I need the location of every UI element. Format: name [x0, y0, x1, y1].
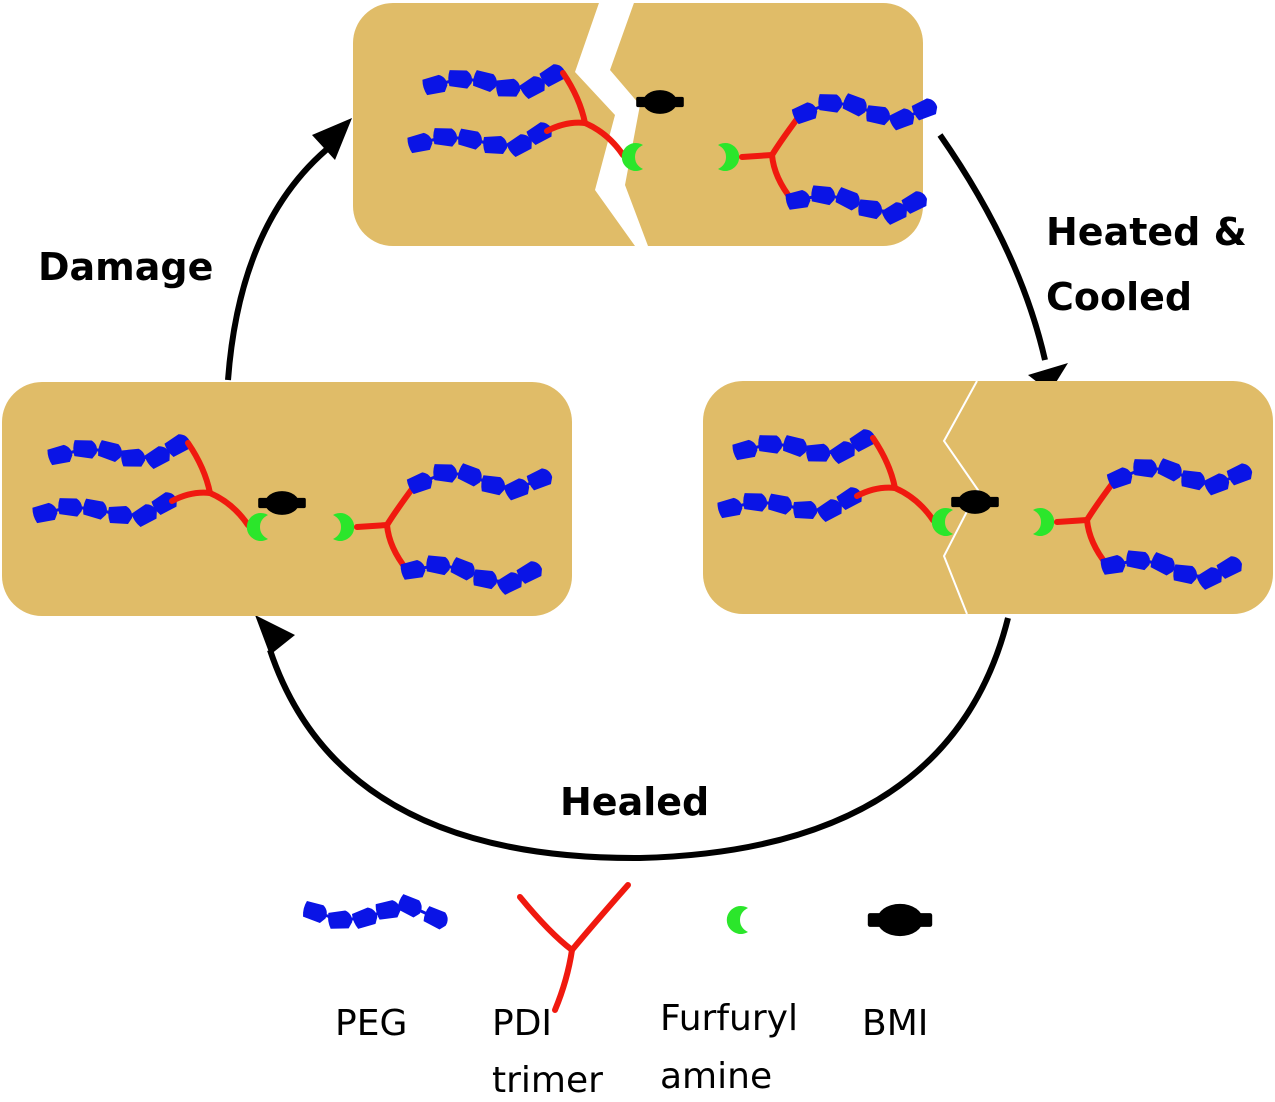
- pdi-arm: [1054, 517, 1090, 525]
- pdi-trimer: [854, 435, 936, 523]
- molecule-layer: [31, 61, 1255, 597]
- peg-chain: [406, 119, 556, 159]
- bmi-molecule: [867, 903, 933, 937]
- arrow-damage: [225, 142, 334, 381]
- pdi-trimer: [544, 70, 626, 158]
- pdi-arm: [354, 522, 390, 530]
- label-healed: Healed: [560, 780, 709, 824]
- label-heated-line2: Cooled: [1046, 275, 1192, 319]
- pdi-trimer: [517, 882, 631, 1013]
- panel-damaged: [353, 0, 923, 246]
- molecule-assembly: [406, 61, 940, 227]
- peg-bead: [793, 501, 818, 519]
- pdi-arm: [739, 152, 775, 160]
- pdi-arm: [185, 440, 213, 496]
- legend-label-furfuryl-line1: Furfuryl: [660, 998, 798, 1039]
- peg-bead: [327, 910, 353, 930]
- arrow-heated-cooled: [937, 133, 1048, 361]
- peg-bead: [350, 905, 380, 931]
- arrowhead-damage: [312, 118, 352, 160]
- peg-chain: [301, 892, 451, 932]
- pdi-arm: [560, 70, 588, 126]
- peg-chain: [731, 426, 879, 466]
- peg-chain: [1099, 549, 1245, 592]
- legend-label-pdi-line1: PDI: [492, 1003, 552, 1044]
- pdi-arm: [892, 485, 936, 523]
- pdi-arm: [517, 894, 575, 953]
- arrowhead-healed: [255, 615, 295, 655]
- peg-chain: [784, 184, 930, 227]
- furfuryl-amine: [726, 906, 748, 934]
- arrowheads: [255, 118, 1068, 655]
- peg-chain: [46, 431, 194, 471]
- pdi-arm: [552, 947, 575, 1013]
- pdi-arm: [569, 882, 631, 953]
- peg-chain: [399, 554, 545, 597]
- peg-bead: [374, 898, 402, 921]
- pdi-arm: [582, 120, 626, 158]
- peg-bead: [108, 506, 133, 524]
- peg-bead: [120, 448, 146, 468]
- peg-chain: [1105, 457, 1255, 497]
- pdi-arm: [870, 435, 898, 491]
- label-heated-line1: Heated &: [1046, 210, 1247, 254]
- legend-label-bmi: BMI: [862, 1003, 928, 1044]
- molecule-assembly: [716, 426, 1255, 592]
- pdi-arm: [169, 489, 213, 504]
- label-damage: Damage: [38, 245, 213, 289]
- peg-bead: [483, 136, 508, 154]
- crack-line: [942, 380, 980, 615]
- molecule-assembly: [31, 431, 555, 597]
- arrow-healed: [267, 617, 1011, 862]
- pdi-arm: [544, 119, 588, 134]
- legend-label-pdi-line2: trimer: [492, 1060, 603, 1101]
- peg-chain: [790, 92, 940, 132]
- pdi-arm: [207, 490, 251, 528]
- cycle-arrows: [225, 133, 1048, 862]
- legend-label-furfuryl-line2: amine: [660, 1056, 772, 1097]
- peg-bead: [805, 443, 831, 463]
- peg-chain: [716, 484, 866, 524]
- arrowhead-heated: [1028, 363, 1068, 392]
- pdi-trimer: [169, 440, 251, 528]
- peg-bead: [495, 78, 521, 98]
- peg-chain: [421, 61, 569, 101]
- peg-bead: [421, 904, 451, 932]
- peg-bead: [395, 892, 425, 920]
- legend: [301, 882, 933, 1013]
- crack: [575, 0, 648, 246]
- peg-bead: [301, 899, 330, 925]
- pdi-arm: [854, 484, 898, 499]
- peg-chain: [405, 462, 555, 502]
- legend-label-peg: PEG: [335, 1003, 407, 1044]
- peg-chain: [31, 489, 181, 529]
